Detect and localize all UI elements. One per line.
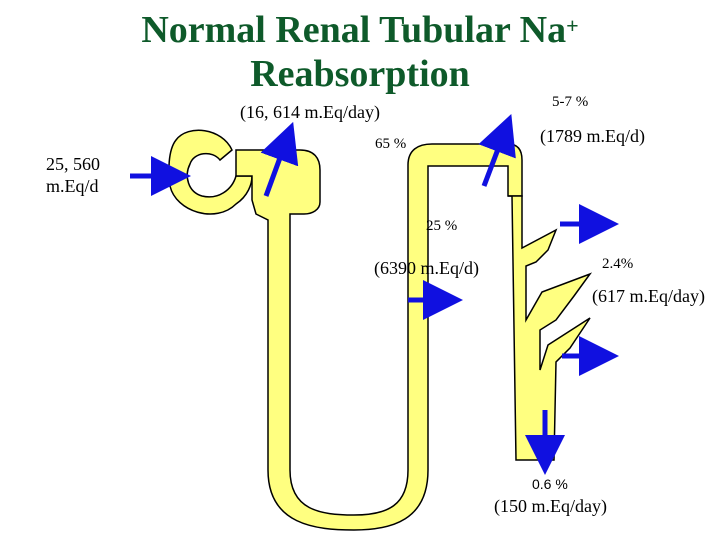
tubule-shapes: [150, 120, 593, 531]
proximal-amount-label: (16, 614 m.Eq/day): [240, 102, 380, 122]
distal-amount-label: (1789 m.Eq/d): [540, 126, 645, 146]
collecting-duct: [508, 195, 593, 461]
excreted-amount-label: (150 m.Eq/day): [494, 496, 607, 516]
distal-reabsorption-arrow: [478, 113, 516, 187]
distal-percent-label: 5-7 %: [552, 94, 589, 110]
loop-percent-label: 25 %: [426, 218, 458, 234]
filtered-load-label: 25, 560: [46, 154, 100, 174]
page-title: Normal Renal Tubular Na+ Reabsorption: [100, 8, 620, 96]
proximal-segment: [235, 143, 523, 531]
title-line2: Reabsorption: [250, 53, 470, 95]
cortical-cd-percent-label: 2.4%: [602, 256, 634, 272]
reabsorption-arrows: [130, 113, 619, 475]
excreted-percent-label: 0.6 %: [532, 476, 568, 492]
loop-amount-label: (6390 m.Eq/d): [374, 258, 479, 278]
proximal-reabsorption-arrow: [260, 121, 299, 197]
title-superscript: +: [566, 13, 579, 38]
title-line1: Normal Renal Tubular Na: [141, 9, 567, 51]
proximal-percent-label: 65 %: [375, 136, 407, 152]
cortical-cd-amount-label: (617 m.Eq/day): [592, 286, 705, 306]
filtered-unit-label: m.Eq/d: [46, 176, 99, 196]
